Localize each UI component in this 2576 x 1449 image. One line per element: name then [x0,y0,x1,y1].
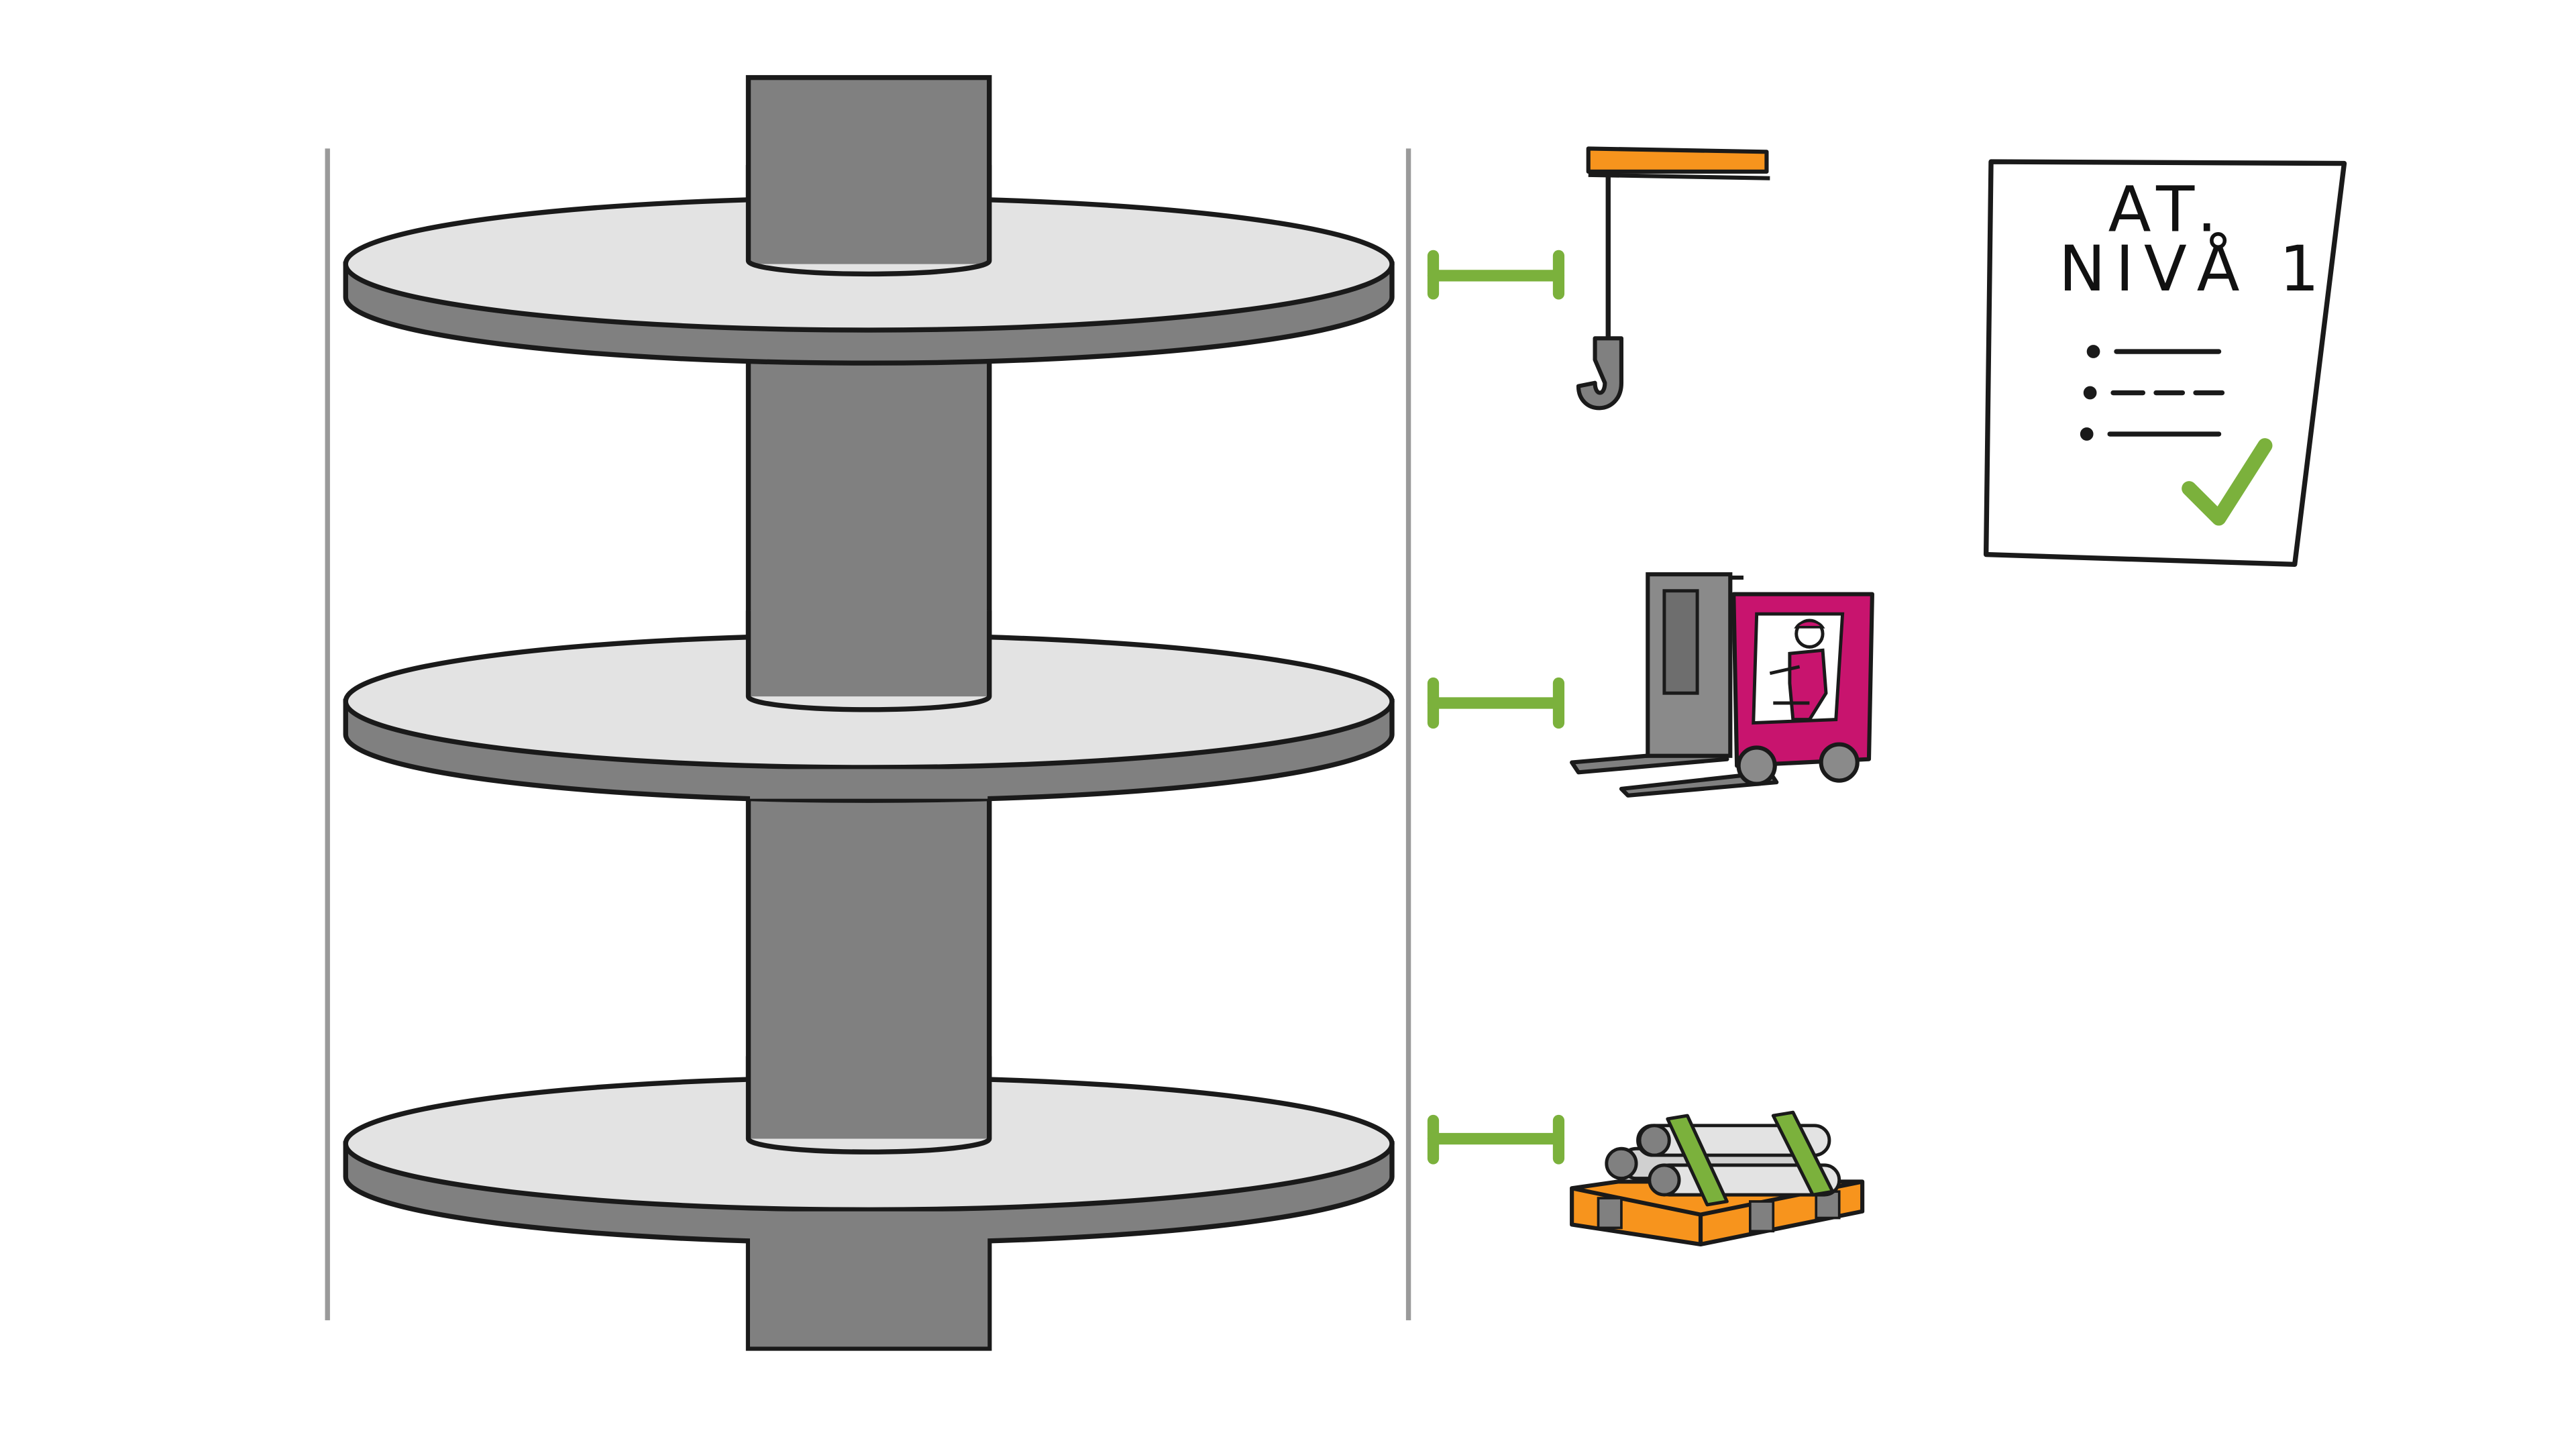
disc-level-2 [343,610,1395,803]
forklift-icon [1570,572,1874,798]
distance-marker-icon [1427,1114,1565,1165]
checklist-document-icon: AT. NIVÅ 1 [1983,159,2347,568]
distance-marker-icon [1427,677,1565,729]
crane-hook-icon [1576,146,1770,411]
document-line-2: NIVÅ 1 [2059,233,2329,306]
check-icon [2182,438,2273,526]
distance-marker-icon [1427,250,1565,300]
strapped-load-pallet-icon [1570,1110,1865,1247]
document-line-1: AT. [2108,173,2227,246]
disc-level-3 [343,1056,1395,1347]
disc-level-1 [343,165,1395,366]
checklist-lines [2080,345,2225,441]
